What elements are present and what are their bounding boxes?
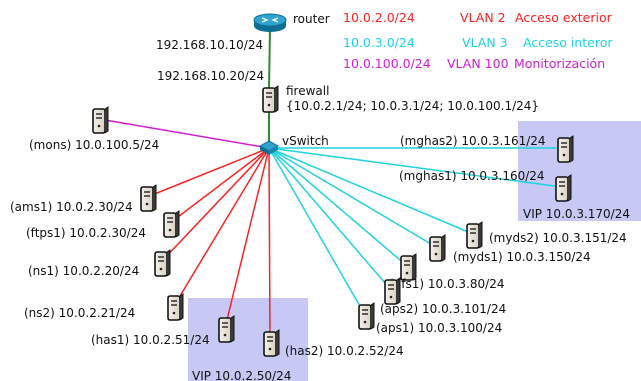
vip-right-group <box>518 121 641 221</box>
vswitch-label: vSwitch <box>282 134 329 148</box>
legend-description: Acceso exterior <box>515 10 613 25</box>
legend-subnet: 10.0.100.0/24 <box>343 56 431 71</box>
server-label-mons: (mons) 10.0.100.5/24 <box>29 138 159 152</box>
legend-vlan: VLAN 3 <box>462 35 508 50</box>
server-icon <box>263 329 280 357</box>
link-has2 <box>268 147 271 343</box>
server-label-ams1: (ams1) 10.0.2.30/24 <box>10 200 133 214</box>
server-label-aps2: (aps2) 10.0.3.101/24 <box>380 302 506 316</box>
vip-bottom-group <box>188 298 308 381</box>
server-label-ns1: (ns1) 10.0.2.20/24 <box>28 264 139 278</box>
server-icon <box>557 135 574 163</box>
server-icon <box>218 315 235 343</box>
legend-description: Acceso interor <box>523 35 613 50</box>
server-icon <box>466 221 483 249</box>
server-icon <box>429 234 446 262</box>
firewall-icon <box>262 85 279 113</box>
server-icon <box>167 293 184 321</box>
link-myds1 <box>268 147 437 248</box>
server-label-mghas1: (mghas1) 10.0.3.160/24 <box>399 169 545 183</box>
server-icon <box>154 249 171 277</box>
server-label-aps1: (aps1) 10.0.3.100/24 <box>376 321 502 335</box>
link-mons <box>98 118 270 149</box>
router-ip: 192.168.10.10/24 <box>156 38 263 52</box>
server-label-mghas2: (mghas2) 10.0.3.161/24 <box>400 134 546 148</box>
router-label: router <box>293 12 330 26</box>
legend-subnet: 10.0.2.0/24 <box>343 10 415 25</box>
server-icon <box>92 106 109 134</box>
server-label-has2: (has2) 10.0.2.52/24 <box>285 344 404 358</box>
firewall-addresses: {10.0.2.1/24; 10.0.3.1/24; 10.0.100.1/24… <box>286 99 539 113</box>
server-icon <box>555 174 572 202</box>
server-icon <box>384 277 401 305</box>
vip-bottom-label: VIP 10.0.2.50/24 <box>192 369 291 381</box>
link-mghas1 <box>268 147 563 188</box>
server-label-has1: (has1) 10.0.2.51/24 <box>91 333 210 347</box>
link-nfs1 <box>268 147 408 267</box>
legend-description: Monitorización <box>514 56 605 71</box>
router-firewall-link <box>268 27 271 89</box>
firewall-ip: 192.168.10.20/24 <box>157 69 264 83</box>
link-has1 <box>224 147 270 329</box>
legend-vlan: VLAN 2 <box>460 10 506 25</box>
link-ns1 <box>160 147 270 263</box>
server-icon <box>358 302 375 330</box>
link-ns2 <box>173 147 270 307</box>
vip-right-label: VIP 10.0.3.170/24 <box>523 207 630 221</box>
legend: 10.0.2.0/24 VLAN 2 Acceso exterior 10.0.… <box>343 10 613 71</box>
server-icon <box>163 210 180 238</box>
link-aps1 <box>268 147 366 316</box>
link-ams1 <box>146 147 270 198</box>
server-icon <box>140 184 157 212</box>
legend-vlan: VLAN 100 <box>447 56 509 71</box>
server-label-ftps1: (ftps1) 10.0.2.30/24 <box>26 226 146 240</box>
legend-subnet: 10.0.3.0/24 <box>343 35 415 50</box>
link-aps2 <box>268 147 392 291</box>
firewall-label: firewall <box>286 84 329 98</box>
vswitch-icon <box>258 140 280 155</box>
link-ftps1 <box>169 147 270 224</box>
link-myds2 <box>268 147 474 235</box>
server-label-nfs1: (nfs1) 10.0.3.80/24 <box>389 277 504 291</box>
server-label-myds1: (myds1) 10.0.3.150/24 <box>453 250 591 264</box>
router-icon <box>253 13 287 32</box>
server-label-myds2: (myds2) 10.0.3.151/24 <box>489 231 627 245</box>
server-label-ns2: (ns2) 10.0.2.21/24 <box>24 306 135 320</box>
